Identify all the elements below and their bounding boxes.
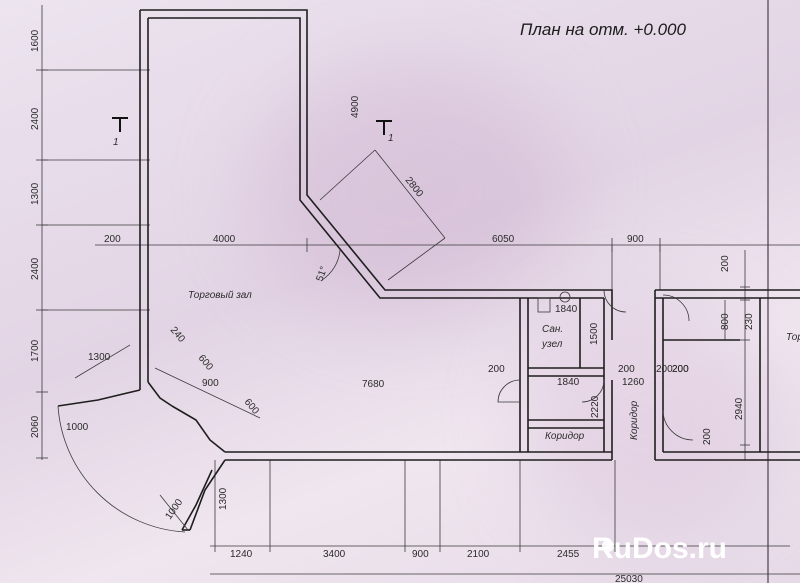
- dim-1500: 1500: [589, 322, 600, 345]
- dim-top-3: 6050: [492, 234, 515, 245]
- watermark: RuDos.ru: [592, 532, 727, 565]
- dim-left-4: 2400: [30, 257, 41, 280]
- door-swings: [57, 249, 694, 533]
- section-number-right: 1: [388, 133, 394, 144]
- section-mark-left: [112, 117, 128, 132]
- left-dimension-chain: [36, 5, 150, 460]
- dim-right-5: 200: [702, 428, 713, 445]
- dim-right-7: 200: [656, 364, 673, 375]
- dim-bath-200b: 200: [618, 364, 635, 375]
- dim-bay-1300: 1300: [88, 352, 111, 363]
- top-dimension-chain: [95, 238, 800, 290]
- dim-bay-240: 240: [168, 325, 187, 345]
- dim-right-6: 2940: [734, 397, 745, 420]
- room-label-bathroom-2: узел: [541, 339, 563, 350]
- dim-bay-1300b: 1300: [218, 487, 229, 510]
- dim-diagonal-2800: 2800: [403, 175, 426, 200]
- dim-bottom-5: 2455: [557, 549, 580, 560]
- section-mark-right: [376, 120, 392, 135]
- dim-top-2: 4000: [213, 234, 236, 245]
- exterior-walls: [139, 9, 800, 461]
- dim-bay-600a: 600: [196, 353, 215, 373]
- dim-bath-1840: 1840: [557, 377, 580, 388]
- dim-bottom-2: 3400: [323, 549, 346, 560]
- dim-left-6: 2060: [30, 415, 41, 438]
- dim-left-1: 1600: [30, 29, 41, 52]
- dim-bay-1000: 1000: [66, 422, 89, 433]
- angle-label: 51°: [314, 265, 330, 283]
- dim-right-200: 200: [672, 364, 689, 375]
- dim-bay-1000b: 1000: [163, 497, 185, 522]
- watermark-text: RuDos.ru: [592, 532, 727, 565]
- dim-left-3: 1300: [30, 182, 41, 205]
- dim-top-4: 900: [627, 234, 644, 245]
- diagonal-dimensions: [74, 149, 446, 531]
- room-label-corridor-vertical: Коридор: [629, 400, 640, 440]
- dim-right-3: 230: [744, 313, 755, 330]
- dim-right-4: 200: [672, 364, 689, 375]
- dim-bottom-4: 2100: [467, 549, 490, 560]
- bay-window-walls: [57, 381, 226, 531]
- dim-left-5: 1700: [30, 339, 41, 362]
- dim-bay-600b: 600: [242, 397, 261, 417]
- dim-bottom-3: 900: [412, 549, 429, 560]
- dim-left-2: 2400: [30, 107, 41, 130]
- room-label-bathroom-1: Сан.: [542, 324, 563, 335]
- room-label-corridor: Коридор: [545, 431, 585, 442]
- dim-7680: 7680: [362, 379, 385, 390]
- section-number-left: 1: [113, 137, 119, 148]
- dim-total: 25030: [615, 574, 643, 583]
- dim-bath-1260: 1260: [622, 377, 645, 388]
- dim-right-1: 200: [720, 255, 731, 272]
- dim-bath-2220: 2220: [590, 395, 601, 418]
- bottom-dimension-chain: [210, 460, 800, 575]
- right-dimension-chain: [724, 250, 750, 460]
- dim-bottom-1: 1240: [230, 549, 253, 560]
- dim-door-1840-top: 1840: [555, 304, 578, 315]
- dim-top-1: 200: [104, 234, 121, 245]
- plan-title: План на отм. +0.000: [520, 20, 687, 39]
- room-label-right-partial: Тор: [786, 332, 800, 343]
- dim-bath-200: 200: [488, 364, 505, 375]
- photo-shadow: [250, 60, 570, 320]
- bathroom-fixtures: [537, 291, 571, 313]
- dim-bay-900: 900: [202, 378, 219, 389]
- dim-right-2: 800: [720, 313, 731, 330]
- dim-4900: 4900: [350, 95, 361, 118]
- room-label-trade-hall: Торговый зал: [188, 290, 252, 301]
